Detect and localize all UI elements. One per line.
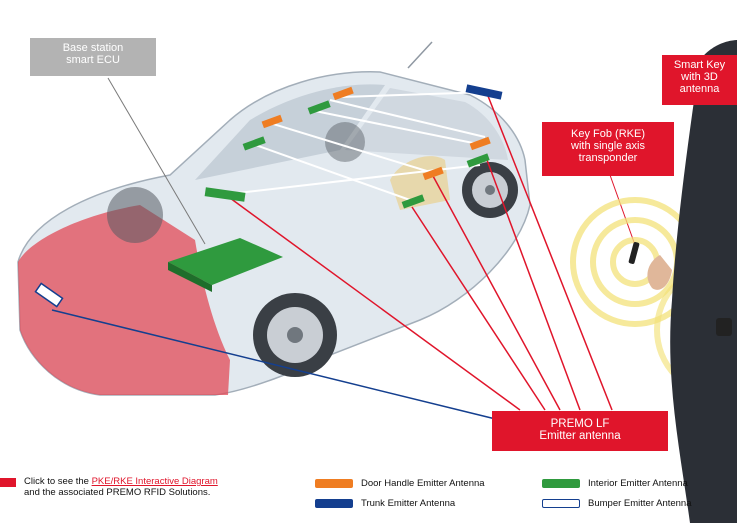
interior-swatch: [542, 479, 580, 488]
interactive-diagram-link[interactable]: PKE/RKE Interactive Diagram: [92, 476, 218, 487]
bumper-swatch: [542, 499, 580, 508]
premo-lf-callout: PREMO LF Emitter antenna: [492, 411, 668, 451]
premo-lf-label: PREMO LF Emitter antenna: [498, 418, 662, 442]
roof-antenna: [408, 42, 432, 68]
note-bullet: [0, 478, 16, 487]
legend-label: Bumper Emitter Antenna: [588, 498, 692, 509]
front-wheel: [253, 293, 337, 377]
legend-label: Door Handle Emitter Antenna: [361, 478, 485, 489]
legend-label: Trunk Emitter Antenna: [361, 498, 455, 509]
legend-bumper: Bumper Emitter Antenna: [542, 498, 692, 509]
legend-interior: Interior Emitter Antenna: [542, 478, 688, 489]
key-fob-label: Key Fob (RKE) with single axis transpond…: [548, 128, 668, 164]
base-station-callout: Base station smart ECU: [30, 38, 156, 76]
legend-label: Interior Emitter Antenna: [588, 478, 688, 489]
person-silhouette: [670, 40, 737, 523]
smart-key-label: Smart Key with 3D antenna: [668, 59, 731, 95]
rear-wheel: [462, 162, 518, 218]
trunk-swatch: [315, 499, 353, 508]
note-suffix: and the associated PREMO RFID Solutions.: [24, 487, 210, 498]
key-fob-callout: Key Fob (RKE) with single axis transpond…: [542, 122, 674, 176]
legend-door-handle: Door Handle Emitter Antenna: [315, 478, 485, 489]
note-prefix: Click to see the: [24, 476, 92, 487]
footer-note: Click to see the PKE/RKE Interactive Dia…: [24, 476, 218, 498]
base-station-label: Base station smart ECU: [36, 42, 150, 66]
legend-trunk: Trunk Emitter Antenna: [315, 498, 455, 509]
inner-wheel: [107, 187, 163, 243]
door-handle-swatch: [315, 479, 353, 488]
key-fob-device: [628, 242, 639, 265]
smart-key-callout: Smart Key with 3D antenna: [662, 55, 737, 105]
key-fob-leader: [610, 175, 635, 245]
smart-key-device: [716, 318, 732, 336]
